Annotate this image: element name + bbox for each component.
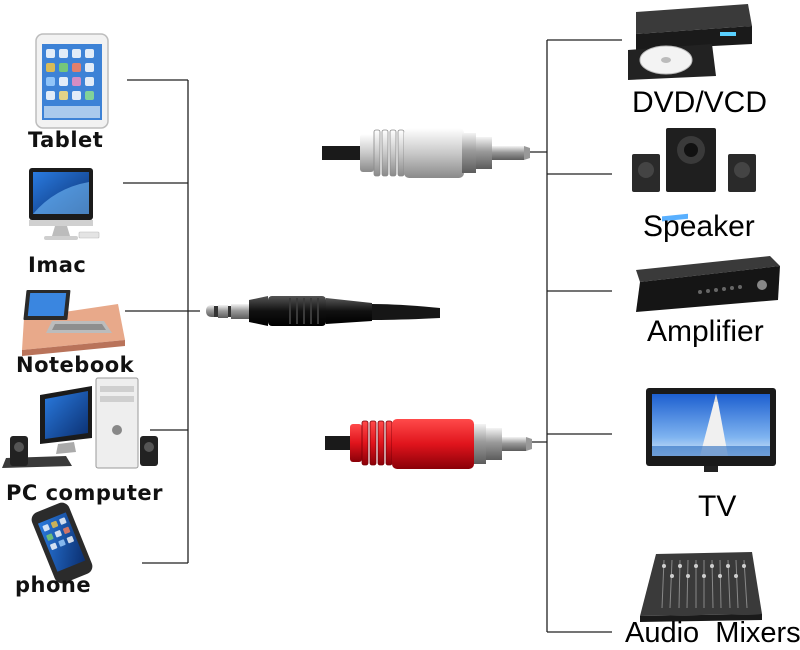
source-label-notebook: Notebook — [16, 353, 135, 377]
rca-white-plug — [322, 128, 530, 178]
amplifier-icon — [636, 213, 780, 312]
right-bracket — [530, 39, 622, 633]
phone-icon — [31, 502, 93, 584]
destination-label-speaker: Speaker — [643, 210, 755, 243]
rca-red-plug — [325, 419, 532, 469]
source-label-pc-computer: PC computer — [6, 481, 163, 505]
audio-mixer-icon — [640, 552, 762, 622]
source-label-tablet: Tablet — [28, 128, 104, 152]
notebook-icon — [22, 290, 125, 356]
dvd-player-icon — [628, 4, 752, 80]
destination-label-dvd-vcd: DVD/VCD — [632, 86, 768, 119]
tablet-icon — [35, 33, 109, 129]
speaker-icon — [632, 128, 756, 192]
tv-icon — [646, 388, 776, 472]
destination-label-tv: TV — [698, 490, 737, 523]
source-label-imac: Imac — [28, 253, 87, 277]
imac-icon — [29, 168, 100, 240]
aux-35mm-plug — [206, 296, 440, 326]
left-bracket — [123, 79, 200, 564]
pc-computer-icon — [2, 377, 158, 469]
destination-label-amplifier: Amplifier — [647, 315, 764, 348]
destination-label-audio-mixers: Audio Mixers — [625, 617, 800, 649]
source-label-phone: phone — [15, 573, 92, 597]
